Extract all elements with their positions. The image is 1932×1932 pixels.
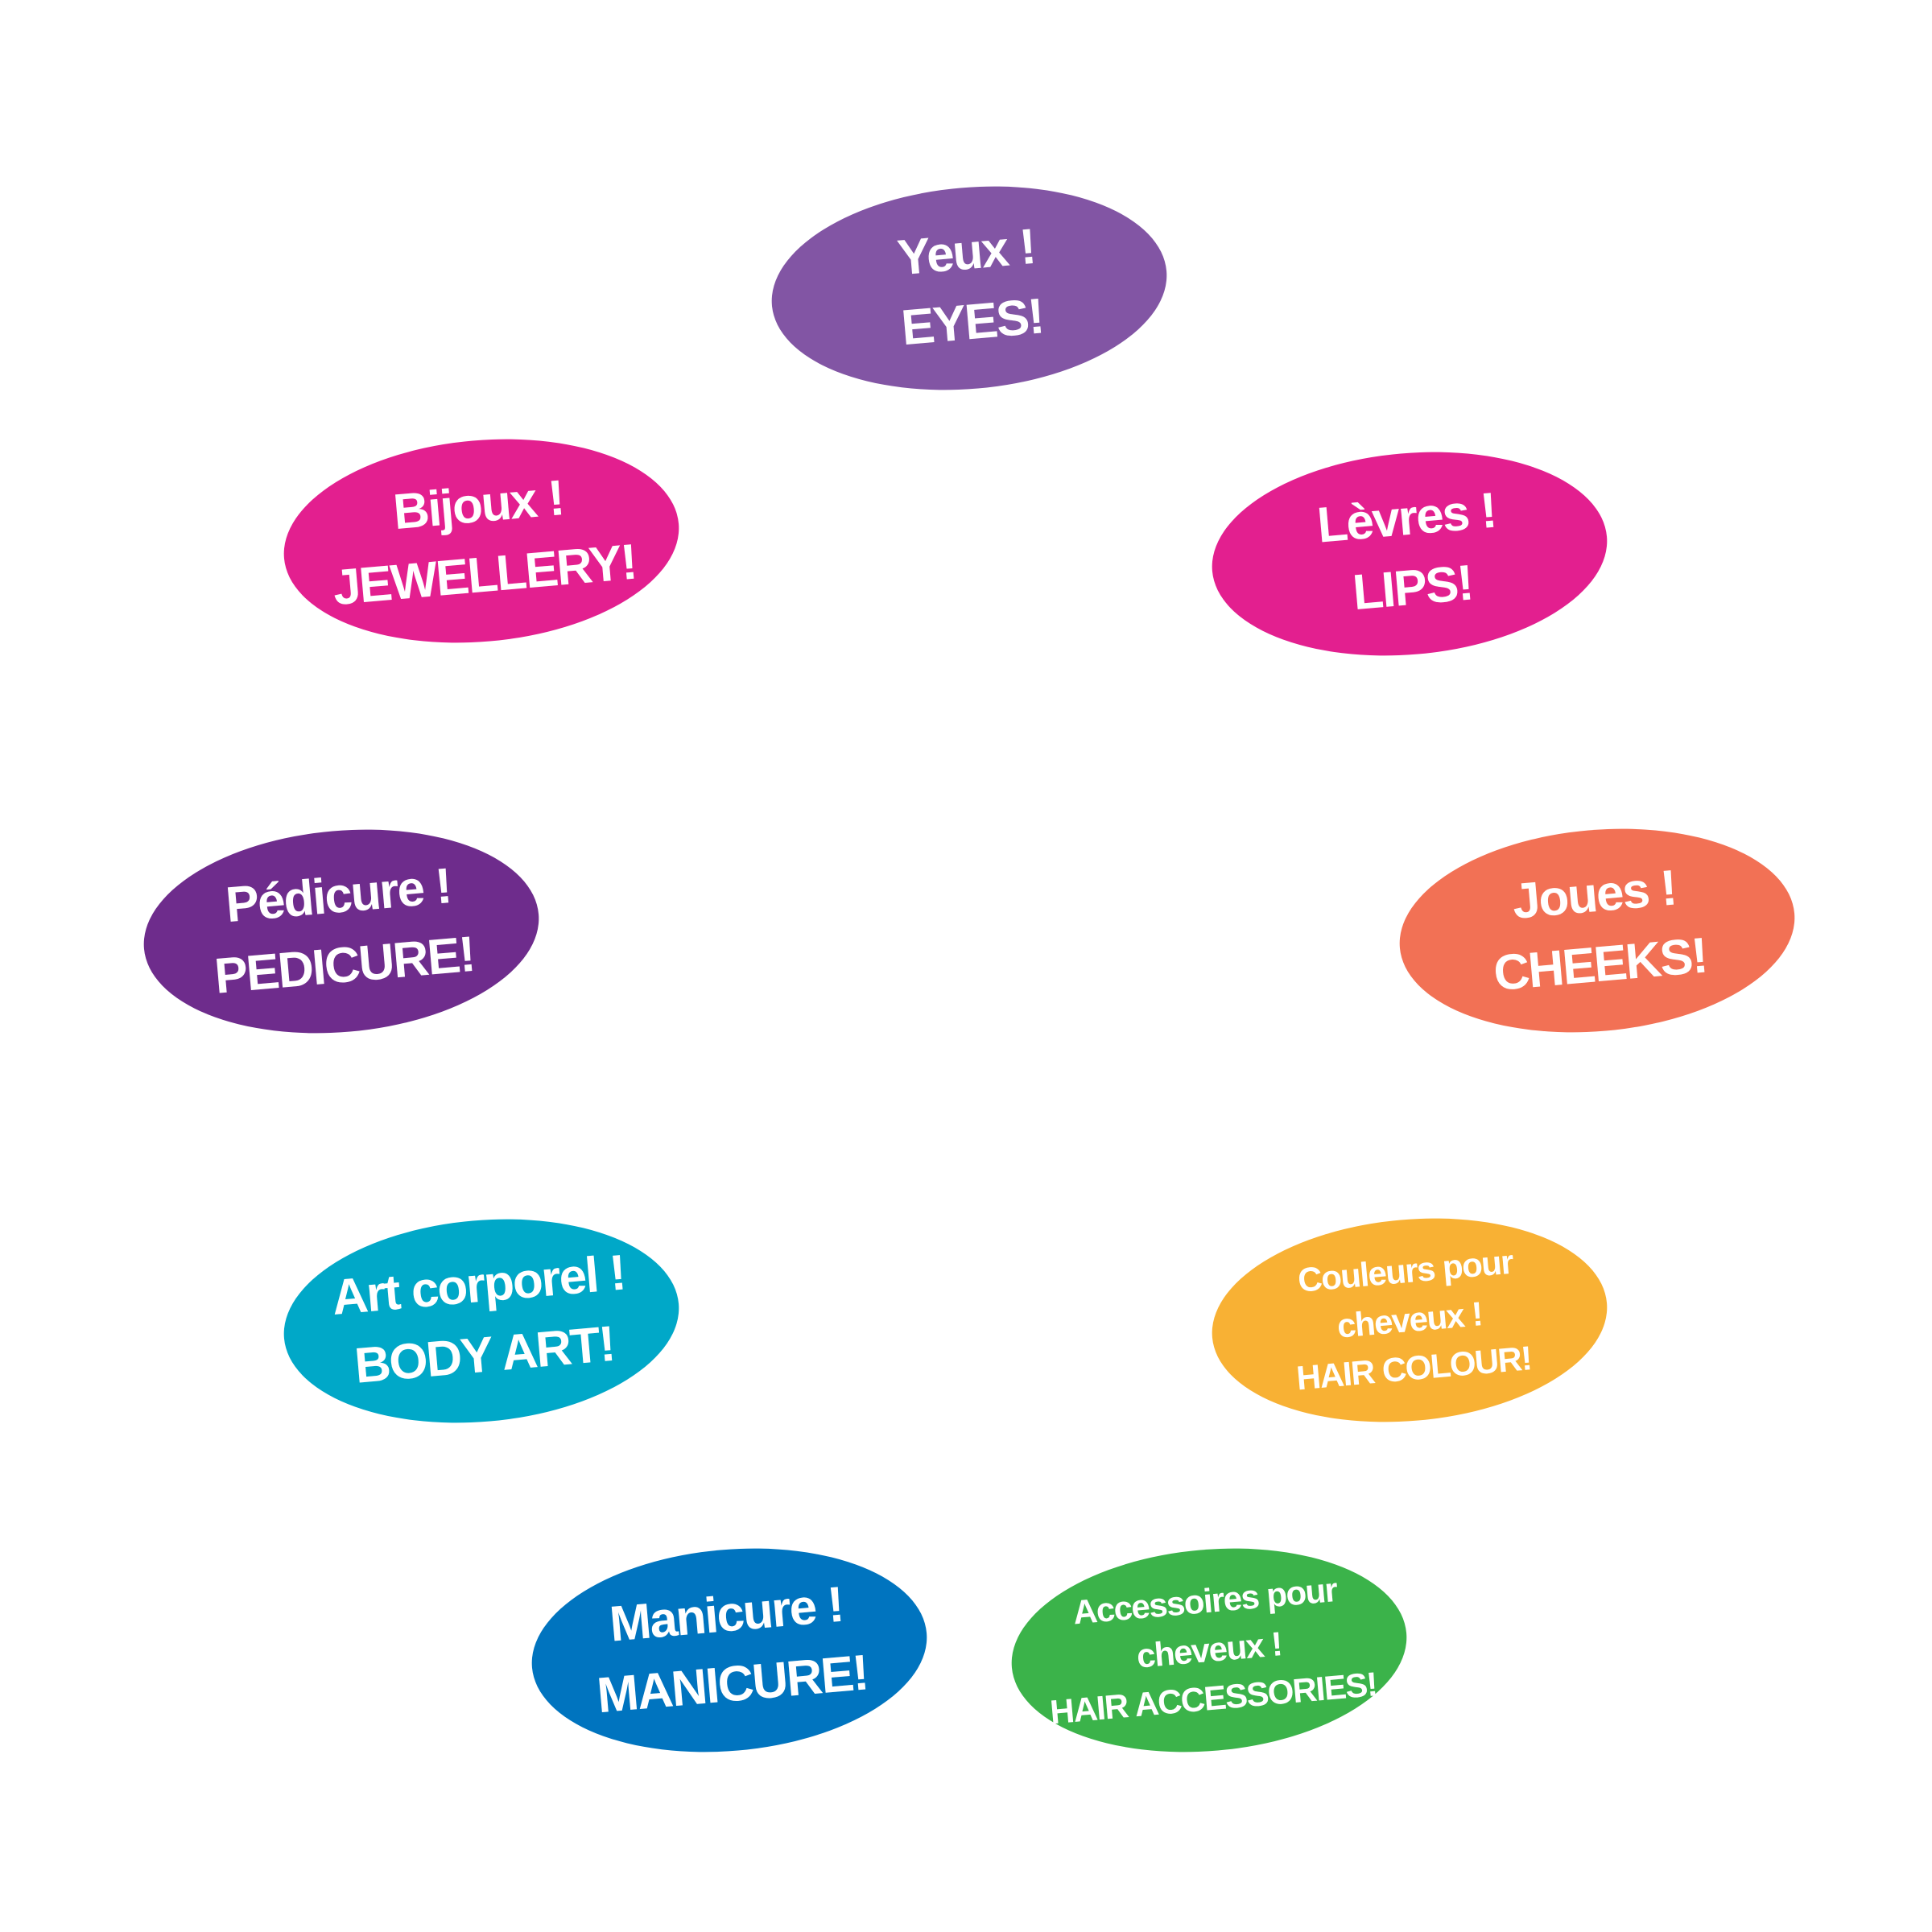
lips-label: Lèvres ! LIPS! bbox=[1203, 436, 1616, 671]
eyes-english-text: EYES! bbox=[899, 288, 1046, 357]
eyes-label: Yeux ! EYES! bbox=[763, 171, 1175, 406]
lips-french-text: Lèvres ! bbox=[1315, 482, 1498, 554]
lips-english-text: LIPS! bbox=[1350, 555, 1475, 621]
jewellery-label: Bijoux ! JEWELLERY! bbox=[275, 423, 687, 658]
manicure-label: Manicure ! MANICURE! bbox=[523, 1533, 935, 1768]
cheeks-label: Joues ! CHEEKS! bbox=[1391, 813, 1803, 1048]
body-art-label: Art corporel ! BODY ART! bbox=[275, 1203, 687, 1439]
hair-accessories-label: Accessoires pour cheveux ! HAIR ACCESSOR… bbox=[1003, 1533, 1415, 1768]
pedicure-label: Pédicure ! PEDICURE! bbox=[135, 814, 547, 1049]
hair-colour-english-text: HAIR COLOUR! bbox=[1294, 1339, 1533, 1397]
hair-colour-label: Couleurs pour cheveux ! HAIR COLOUR! bbox=[1203, 1203, 1616, 1438]
eyes-french-text: Yeux ! bbox=[895, 219, 1038, 287]
jewellery-english-text: JEWELLERY! bbox=[330, 534, 638, 617]
hair-colour-french-text-1: Couleurs pour bbox=[1296, 1242, 1514, 1299]
